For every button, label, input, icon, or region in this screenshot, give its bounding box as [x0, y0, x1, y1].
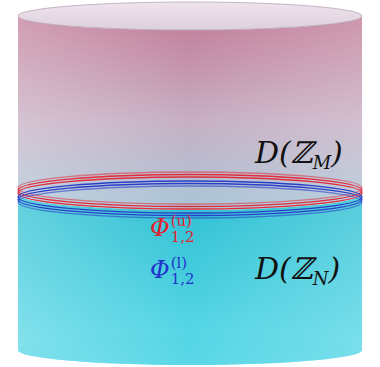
label-text: 1,2	[171, 272, 195, 288]
label-text: N	[313, 268, 329, 289]
top-opening	[18, 2, 362, 30]
label-text: 1,2	[171, 230, 195, 246]
label-text: )	[328, 251, 340, 286]
label-text: )	[331, 135, 343, 170]
math-label: Φ(l)1,2	[150, 256, 194, 287]
script-stack: (u)1,2	[171, 214, 195, 245]
label-text: (l)	[171, 256, 195, 272]
label-text: M	[313, 152, 331, 173]
math-label: D(ℤN)	[255, 254, 340, 288]
label-text: Φ	[150, 256, 170, 284]
label-text: Φ	[150, 214, 170, 242]
label-text: (u)	[171, 214, 195, 230]
label-text: D(ℤ	[255, 251, 313, 286]
side-shading	[18, 16, 362, 365]
label-text: D(ℤ	[255, 135, 313, 170]
math-label: D(ℤM)	[255, 138, 343, 172]
blue-rings	[18, 181, 362, 218]
math-label: Φ(u)1,2	[150, 214, 194, 245]
script-stack: (l)1,2	[171, 256, 195, 287]
